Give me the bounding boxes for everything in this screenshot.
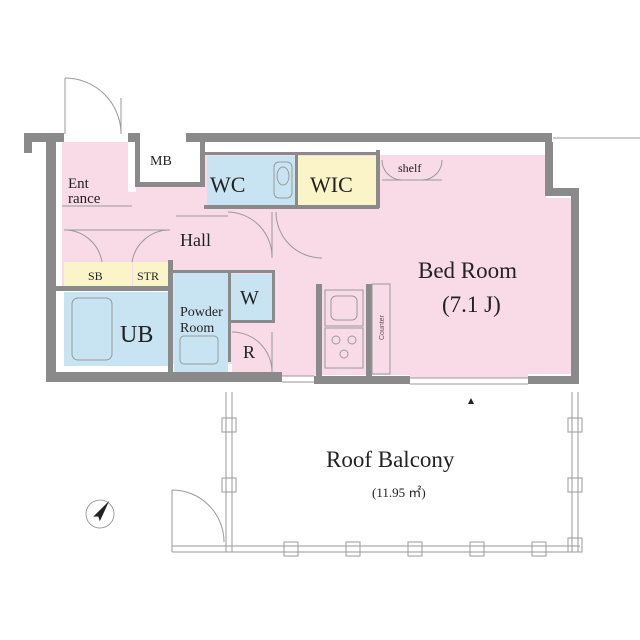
label-str: STR [137, 269, 159, 283]
label-ub: UB [120, 322, 153, 348]
label-entrance-2: rance [68, 191, 101, 207]
north-arrow-icon [85, 499, 115, 529]
label-bed-room-size: (7.1 J) [442, 292, 501, 317]
room-fills [62, 142, 572, 378]
label-r: R [243, 342, 255, 362]
label-mb: MB [150, 154, 172, 169]
sb-fill [64, 262, 132, 286]
label-bed-room: Bed Room [418, 258, 517, 283]
label-entrance-1: Ent [68, 176, 90, 192]
label-shelf: shelf [398, 161, 421, 175]
label-powder-room-2: Room [180, 321, 214, 336]
fine-lines [62, 77, 640, 557]
walls [24, 133, 579, 384]
label-w: W [240, 287, 259, 309]
label-wc: WC [210, 172, 245, 197]
label-wic: WIC [310, 172, 353, 197]
str-fill [133, 262, 170, 286]
label-hall: Hall [180, 230, 211, 250]
label-roof-balcony: Roof Balcony [326, 447, 455, 472]
wic-fill [298, 156, 376, 206]
label-roof-balcony-area: (11.95 ㎡) [372, 485, 426, 500]
powder-room-fill [174, 272, 228, 372]
label-counter: Counter [379, 314, 386, 340]
label-powder-room-1: Powder [180, 305, 223, 320]
ub-fill [64, 292, 168, 366]
w-fill [230, 274, 272, 320]
labels: Ent rance MB WC WIC shelf Hall SB STR UB… [68, 154, 517, 500]
label-sb: SB [88, 269, 103, 283]
triangle-marker-icon [468, 398, 474, 404]
